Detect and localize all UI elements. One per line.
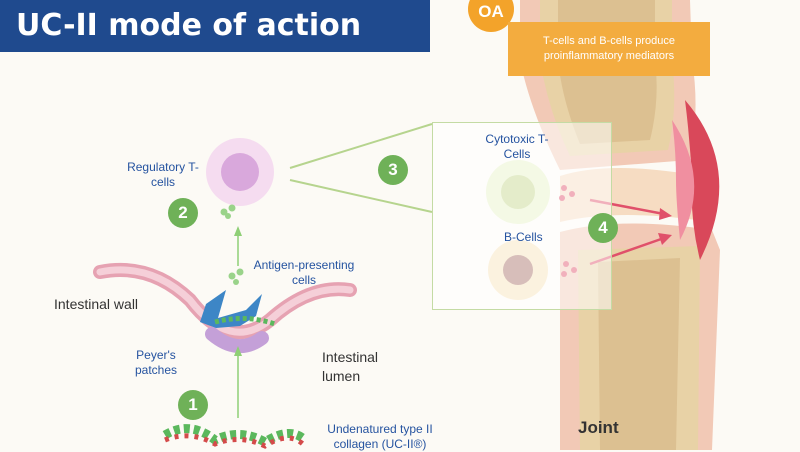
collagen-label: Undenatured type II collagen (UC-II®) [327, 422, 433, 451]
step-4-badge: 4 [588, 213, 618, 243]
collagen-chain-illustration [162, 424, 309, 448]
cytotoxic-tcells-label: Cytotoxic T-Cells [485, 132, 549, 161]
intestinal-wall-illustration [93, 262, 357, 353]
intestinal-wall-label: Intestinal wall [54, 296, 139, 312]
joint-label: Joint [578, 418, 619, 437]
step-2-badge: 2 [168, 198, 198, 228]
antigen-presenting-cell-illustration [200, 290, 262, 328]
intestinal-lumen-label: Intestinal lumen [322, 349, 379, 384]
peyers-patches-label: Peyer's patches [134, 348, 178, 377]
page-title: UC-II mode of action [0, 0, 430, 52]
antigen-presenting-label: Antigen-presenting cells [253, 258, 355, 287]
immune-cell-panel [432, 122, 612, 310]
step-1-badge: 1 [178, 390, 208, 420]
oa-description: T-cells and B-cells produce proinflammat… [508, 22, 710, 76]
bcells-label: B-Cells [504, 230, 543, 244]
regulatory-tcells-label: Regulatory T-cells [127, 160, 199, 189]
step-3-badge: 3 [378, 155, 408, 185]
